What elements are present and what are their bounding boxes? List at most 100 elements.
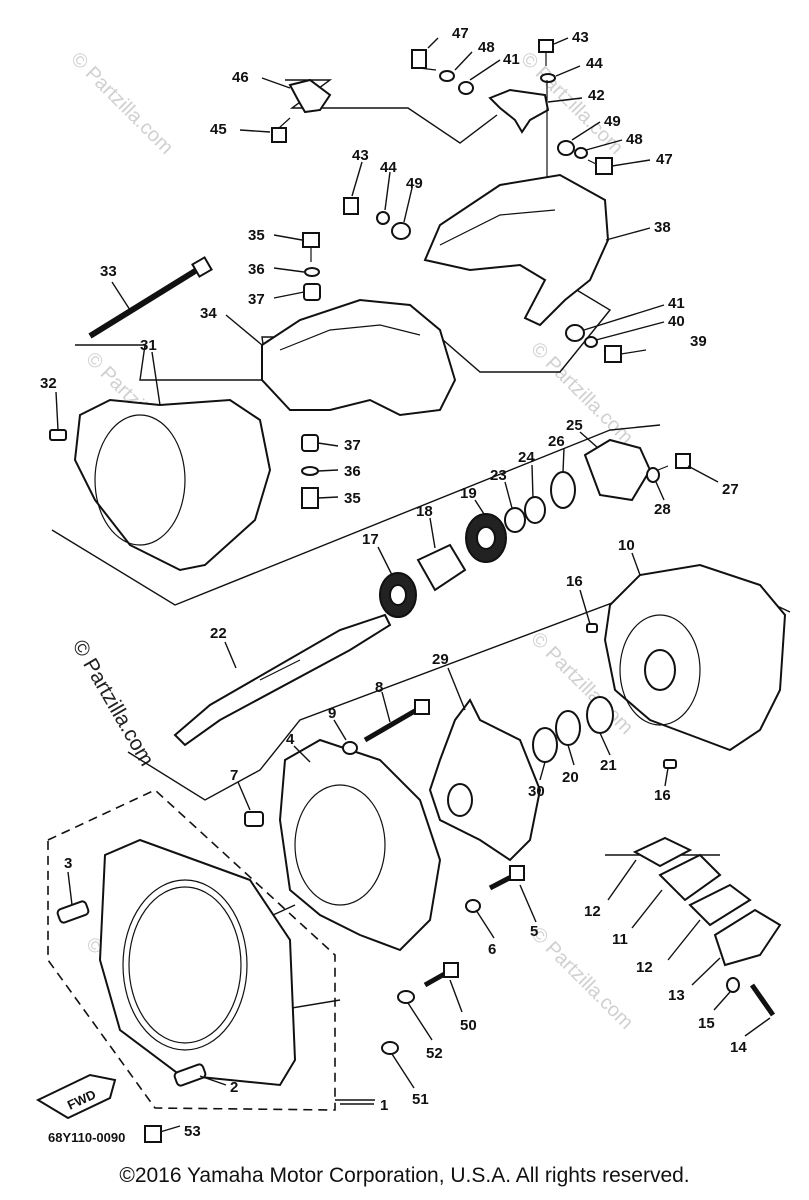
callout-15: 15 bbox=[698, 1015, 715, 1032]
bolt-27 bbox=[657, 453, 691, 471]
washer-9 bbox=[342, 741, 358, 755]
callout-27: 27 bbox=[722, 481, 739, 498]
callout-52: 52 bbox=[426, 1045, 443, 1062]
washer-36-top bbox=[304, 267, 320, 277]
callout-35: 35 bbox=[344, 490, 361, 507]
callout-37: 37 bbox=[344, 437, 361, 454]
callout-51: 51 bbox=[412, 1091, 429, 1108]
washer-44-top bbox=[540, 73, 556, 83]
callout-50: 50 bbox=[460, 1017, 477, 1034]
callout-44: 44 bbox=[586, 55, 603, 72]
callout-49: 49 bbox=[406, 175, 423, 192]
nozzle-34 bbox=[261, 298, 457, 417]
callout-43: 43 bbox=[572, 29, 589, 46]
callout-3: 3 bbox=[64, 855, 72, 872]
callout-41: 41 bbox=[503, 51, 520, 68]
bracket-42 bbox=[488, 88, 550, 134]
drive-shaft-22 bbox=[173, 613, 392, 747]
callout-21: 21 bbox=[600, 757, 617, 774]
bolt-33 bbox=[88, 256, 213, 339]
washer-36-bottom bbox=[301, 466, 319, 476]
callout-49: 49 bbox=[604, 113, 621, 130]
bolt-5 bbox=[488, 865, 525, 891]
diagram-code: 68Y110-0090 bbox=[48, 1130, 126, 1145]
callout-33: 33 bbox=[100, 263, 117, 280]
collar-37-top bbox=[303, 283, 321, 301]
watermark: © Partzilla.com bbox=[66, 48, 177, 159]
spacer-18 bbox=[416, 543, 467, 592]
callout-29: 29 bbox=[432, 651, 449, 668]
bolt-47-top bbox=[411, 49, 437, 71]
washer-40 bbox=[584, 336, 598, 348]
reed-11 bbox=[658, 853, 722, 902]
callout-47: 47 bbox=[656, 151, 673, 168]
seal-20 bbox=[555, 710, 581, 746]
cover-13 bbox=[713, 908, 782, 967]
washer-6 bbox=[465, 899, 481, 913]
bolt-35-bottom bbox=[301, 487, 319, 509]
bolt-35-top bbox=[302, 232, 320, 262]
pin-3 bbox=[56, 900, 90, 924]
callout-38: 38 bbox=[654, 219, 671, 236]
callout-8: 8 bbox=[375, 679, 383, 696]
callout-13: 13 bbox=[668, 987, 685, 1004]
callout-9: 9 bbox=[328, 705, 336, 722]
callout-53: 53 bbox=[184, 1123, 201, 1140]
washer-15 bbox=[726, 977, 740, 993]
collar-23 bbox=[504, 507, 526, 533]
callout-44: 44 bbox=[380, 159, 397, 176]
callout-4: 4 bbox=[286, 731, 295, 748]
collar-41-top bbox=[458, 81, 474, 95]
washer-28 bbox=[646, 467, 660, 483]
intake-housing-4 bbox=[278, 738, 442, 952]
callout-12: 12 bbox=[584, 903, 601, 920]
collar-41-mid bbox=[565, 324, 585, 342]
callout-16: 16 bbox=[654, 787, 671, 804]
callout-25: 25 bbox=[566, 417, 583, 434]
bolt-45 bbox=[271, 117, 291, 143]
callout-19: 19 bbox=[460, 485, 477, 502]
washer-44-mid bbox=[376, 211, 390, 225]
collar-7 bbox=[244, 811, 264, 827]
callout-32: 32 bbox=[40, 375, 57, 392]
bolt-14 bbox=[749, 983, 776, 1017]
washer-48-right bbox=[574, 147, 588, 159]
callout-7: 7 bbox=[230, 767, 238, 784]
callout-11: 11 bbox=[612, 931, 628, 948]
callout-10: 10 bbox=[618, 537, 635, 554]
nut-53 bbox=[144, 1125, 162, 1143]
gasket-12-top bbox=[632, 836, 693, 868]
callout-45: 45 bbox=[210, 121, 227, 138]
callout-48: 48 bbox=[478, 39, 495, 56]
pin-16-top bbox=[586, 623, 598, 633]
callout-24: 24 bbox=[518, 449, 535, 466]
pin-16-bottom bbox=[663, 759, 677, 769]
parts: FWD bbox=[35, 39, 787, 1143]
bolt-8 bbox=[363, 699, 430, 743]
callout-40: 40 bbox=[668, 313, 685, 330]
callout-1: 1 bbox=[380, 1097, 388, 1114]
callout-17: 17 bbox=[362, 531, 379, 548]
callout-30: 30 bbox=[528, 783, 545, 800]
callout-42: 42 bbox=[588, 87, 605, 104]
washer-51 bbox=[381, 1041, 399, 1055]
collar-49-mid bbox=[391, 222, 411, 240]
callout-23: 23 bbox=[490, 467, 507, 484]
gasket-12-bottom bbox=[688, 883, 752, 927]
bolt-39 bbox=[604, 345, 647, 363]
callout-20: 20 bbox=[562, 769, 579, 786]
callout-41: 41 bbox=[668, 295, 685, 312]
callout-labels: 47 48 41 43 44 42 46 45 49 48 47 43 44 4… bbox=[40, 25, 747, 1140]
bolt-43-mid bbox=[343, 197, 359, 215]
callout-16: 16 bbox=[566, 573, 583, 590]
cap-25 bbox=[583, 438, 652, 502]
callout-18: 18 bbox=[416, 503, 433, 520]
callout-47: 47 bbox=[452, 25, 469, 42]
bracket-46 bbox=[288, 78, 332, 114]
pump-housing-31 bbox=[73, 398, 272, 572]
callout-36: 36 bbox=[248, 261, 265, 278]
callout-12: 12 bbox=[636, 959, 653, 976]
copyright-notice: ©2016 Yamaha Motor Corporation, U.S.A. A… bbox=[119, 1164, 690, 1187]
callout-26: 26 bbox=[548, 433, 565, 450]
